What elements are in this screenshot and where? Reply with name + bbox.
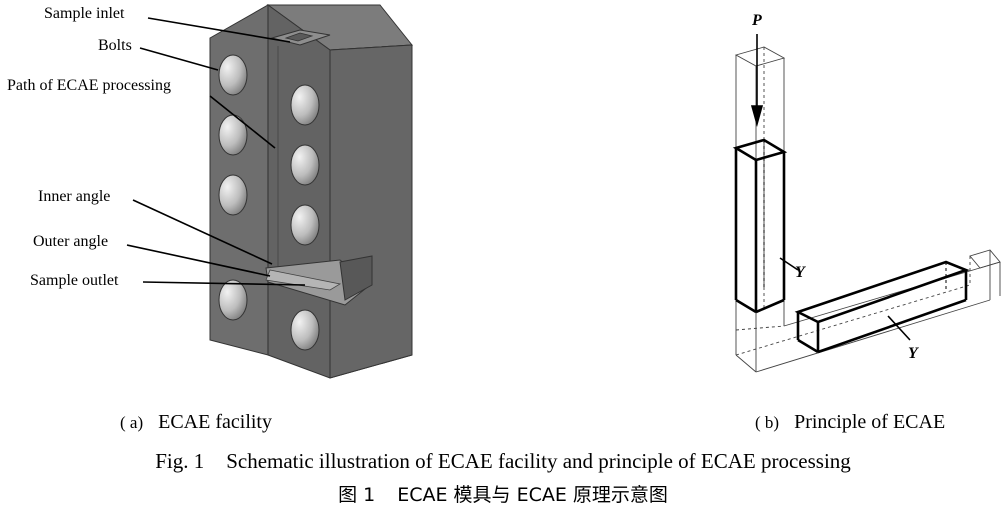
subcaption-a-letter: ( a)	[120, 413, 144, 432]
label-path-of-ecae: Path of ECAE processing	[7, 77, 171, 94]
subcaption-a: ( a) ECAE facility	[120, 411, 272, 434]
subcaption-b: ( b) Principle of ECAE	[755, 411, 945, 434]
bolt-hole	[218, 174, 248, 216]
label-inner-angle: Inner angle	[38, 188, 111, 205]
label-sample-outlet: Sample outlet	[30, 272, 119, 289]
leader-sample-outlet	[142, 281, 306, 286]
caption-cn-number: 图 1	[338, 484, 376, 506]
subcaption-a-text: ECAE facility	[158, 411, 272, 433]
leader-path	[209, 95, 276, 149]
caption-cn-text: ECAE 模具与 ECAE 原理示意图	[397, 484, 668, 506]
bolt-hole	[290, 144, 320, 186]
leader-y2	[887, 315, 911, 341]
leader-outer-angle	[126, 244, 271, 277]
bolt-hole	[290, 84, 320, 126]
subcaption-b-letter: ( b)	[755, 413, 780, 432]
caption-en-text: Schematic illustration of ECAE facility …	[226, 449, 851, 473]
label-y-horizontal: Y	[908, 345, 918, 362]
leader-bolts	[139, 47, 219, 71]
label-y-vertical: Y	[795, 264, 805, 281]
subcaption-b-text: Principle of ECAE	[794, 411, 946, 433]
bolt-hole	[290, 204, 320, 246]
leader-inner-angle	[132, 199, 273, 265]
leader-lines-a	[126, 17, 306, 286]
bolt-holes	[218, 54, 320, 351]
figure-caption-en: Fig. 1 Schematic illustration of ECAE fac…	[0, 449, 1006, 473]
caption-en-number: Fig. 1	[155, 449, 205, 473]
leader-y1	[779, 257, 799, 271]
label-outer-angle: Outer angle	[33, 233, 109, 250]
leader-sample-inlet	[147, 17, 291, 43]
label-bolts: Bolts	[98, 37, 132, 54]
bolt-hole	[218, 114, 248, 156]
label-force-p: P	[752, 12, 762, 29]
figure-caption-cn: 图 1 ECAE 模具与 ECAE 原理示意图	[0, 483, 1006, 507]
label-sample-inlet: Sample inlet	[44, 5, 125, 22]
bolt-hole	[218, 279, 248, 321]
bolt-hole	[290, 309, 320, 351]
force-arrow	[750, 34, 764, 127]
bolt-hole	[218, 54, 248, 96]
ecae-principle-figure	[732, 34, 1001, 373]
